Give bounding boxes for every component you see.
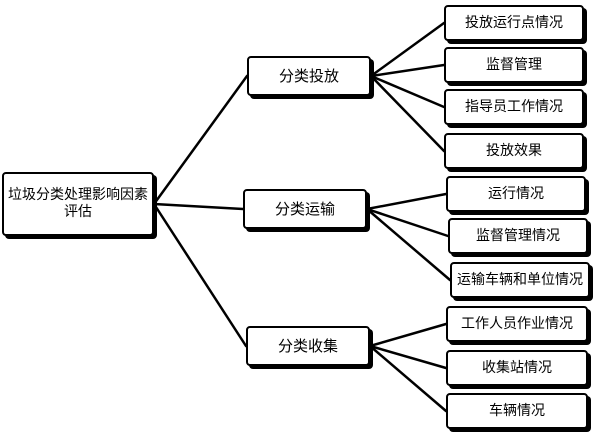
root-node: 垃圾分类处理影响因素评估 <box>2 172 154 236</box>
leaf-node-label: 投放运行点情况 <box>465 14 563 31</box>
leaf-node-label: 收集站情况 <box>482 359 552 376</box>
leaf-node-label: 运行情况 <box>488 185 544 202</box>
leaf-node: 投放效果 <box>444 133 584 169</box>
leaf-node-label: 投放效果 <box>486 142 542 159</box>
edge-branch-2-leaf-7 <box>368 322 448 348</box>
leaf-node: 车辆情况 <box>446 393 588 429</box>
leaf-node: 监督管理 <box>444 47 584 83</box>
edge-branch-1-leaf-4 <box>365 192 448 211</box>
root-node-label: 垃圾分类处理影响因素评估 <box>8 187 148 220</box>
leaf-node-label: 车辆情况 <box>489 402 545 419</box>
edge-root-branch-2 <box>152 202 248 348</box>
edge-branch-1-leaf-5 <box>365 207 450 238</box>
leaf-node-label: 工作人员作业情况 <box>461 315 573 332</box>
branch-node-classified-collection: 分类收集 <box>246 326 370 366</box>
edge-branch-0-leaf-3 <box>369 74 446 153</box>
branch-node-label: 分类投放 <box>278 66 339 85</box>
branch-node-classified-disposal: 分类投放 <box>247 56 371 96</box>
branch-node-classified-transport: 分类运输 <box>243 189 367 229</box>
leaf-node-label: 运输车辆和单位情况 <box>457 271 583 288</box>
leaf-node: 监督管理情况 <box>448 218 588 254</box>
leaf-node: 运行情况 <box>446 176 586 212</box>
branch-node-label: 分类运输 <box>274 199 335 218</box>
leaf-node-label: 监督管理情况 <box>476 227 560 244</box>
edge-branch-0-leaf-2 <box>369 74 446 109</box>
edge-branch-2-leaf-8 <box>368 344 448 370</box>
leaf-node: 工作人员作业情况 <box>446 306 588 342</box>
leaf-node-label: 指导员工作情况 <box>465 98 563 115</box>
leaf-node-label: 监督管理 <box>486 56 542 73</box>
edge-branch-0-leaf-0 <box>369 21 446 78</box>
edge-branch-2-leaf-9 <box>368 344 448 413</box>
edge-root-branch-1 <box>152 202 245 211</box>
edge-branch-0-leaf-1 <box>369 63 446 78</box>
edge-root-branch-0 <box>152 74 249 206</box>
leaf-node: 指导员工作情况 <box>444 89 584 125</box>
leaf-node: 运输车辆和单位情况 <box>450 262 590 298</box>
leaf-node: 收集站情况 <box>446 350 588 386</box>
edge-branch-1-leaf-6 <box>365 207 452 282</box>
branch-node-label: 分类收集 <box>277 336 338 355</box>
leaf-node: 投放运行点情况 <box>444 5 584 41</box>
